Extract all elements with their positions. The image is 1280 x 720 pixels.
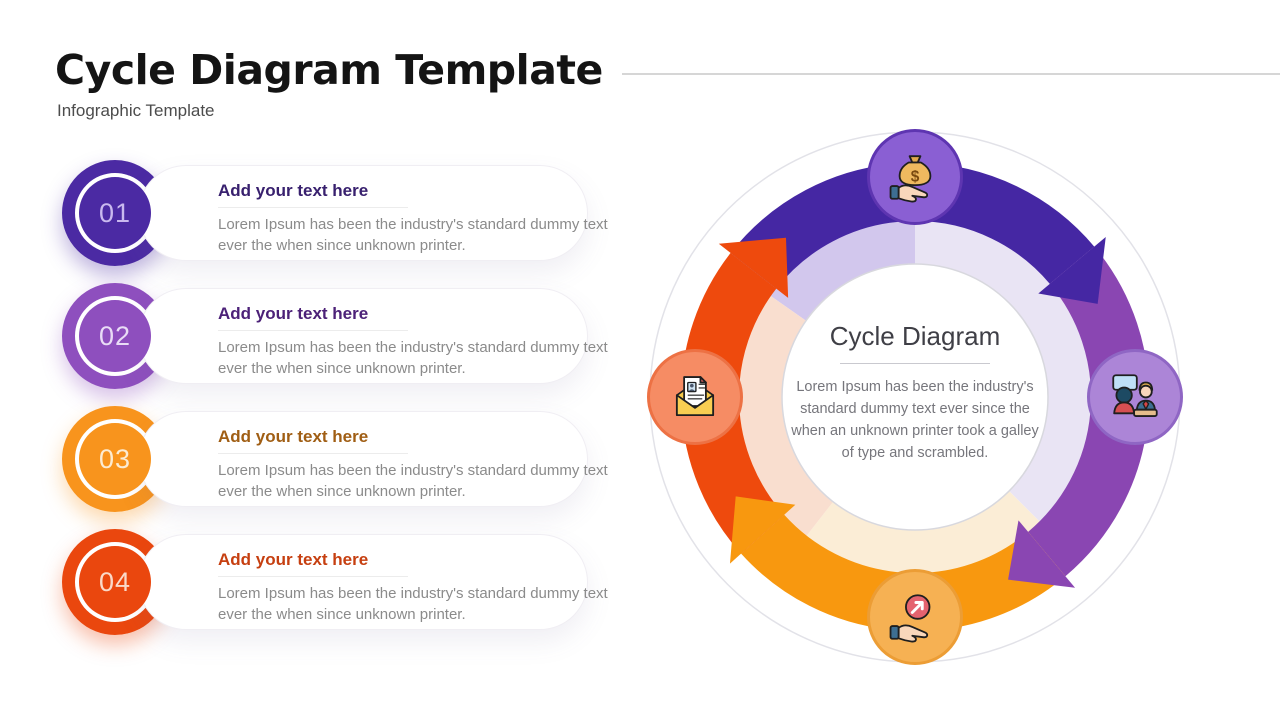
diagram-body: Lorem Ipsum has been the industry's stan… xyxy=(791,379,1039,462)
list-item: Add your text here Lorem Ipsum has been … xyxy=(55,283,608,389)
title-underline xyxy=(218,207,408,208)
number-badge: 02 xyxy=(79,300,151,372)
item-body: Lorem Ipsum has been the industry's stan… xyxy=(218,216,608,255)
header-divider xyxy=(622,73,1280,75)
text-card: Add your text here Lorem Ipsum has been … xyxy=(138,534,608,630)
svg-text:$: $ xyxy=(911,169,920,186)
number-badge: 04 xyxy=(79,546,151,618)
diagram-center: Cycle Diagram Lorem Ipsum has been the i… xyxy=(787,321,1043,464)
number-badge: 03 xyxy=(79,423,151,495)
item-title: Add your text here xyxy=(218,550,369,569)
item-body: Lorem Ipsum has been the industry's stan… xyxy=(218,585,608,624)
money-bag-icon-circle: $ xyxy=(867,129,963,225)
title-underline xyxy=(218,576,408,577)
number-badge: 01 xyxy=(79,177,151,249)
list-item: Add your text here Lorem Ipsum has been … xyxy=(55,529,608,635)
diagram-title: Cycle Diagram xyxy=(829,321,1001,351)
chat-people-icon-circle xyxy=(1087,349,1183,445)
title-underline xyxy=(218,330,408,331)
list-item: Add your text here Lorem Ipsum has been … xyxy=(55,406,608,512)
list-item: Add your text here Lorem Ipsum has been … xyxy=(55,160,608,266)
item-body: Lorem Ipsum has been the industry's stan… xyxy=(218,462,608,501)
chat-people-icon xyxy=(1112,374,1158,417)
item-title: Add your text here xyxy=(218,181,369,200)
growth-hand-icon-circle xyxy=(867,569,963,665)
page-subtitle: Infographic Template xyxy=(57,101,215,120)
item-title: Add your text here xyxy=(218,427,369,446)
page-title: Cycle Diagram Template xyxy=(55,46,603,94)
money-bag-icon: $ xyxy=(889,155,932,203)
text-card: Add your text here Lorem Ipsum has been … xyxy=(138,288,608,384)
diagram-title-underline xyxy=(840,363,990,364)
text-card: Add your text here Lorem Ipsum has been … xyxy=(138,411,608,507)
item-body: Lorem Ipsum has been the industry's stan… xyxy=(218,339,608,378)
title-underline xyxy=(218,453,408,454)
envelope-icon xyxy=(675,376,715,417)
cycle-diagram: Cycle Diagram Lorem Ipsum has been the i… xyxy=(635,97,1195,697)
growth-hand-icon xyxy=(889,594,931,643)
envelope-icon-circle xyxy=(647,349,743,445)
text-card: Add your text here Lorem Ipsum has been … xyxy=(138,165,608,261)
item-title: Add your text here xyxy=(218,304,369,323)
cycle-ring-graphic xyxy=(649,131,1181,663)
